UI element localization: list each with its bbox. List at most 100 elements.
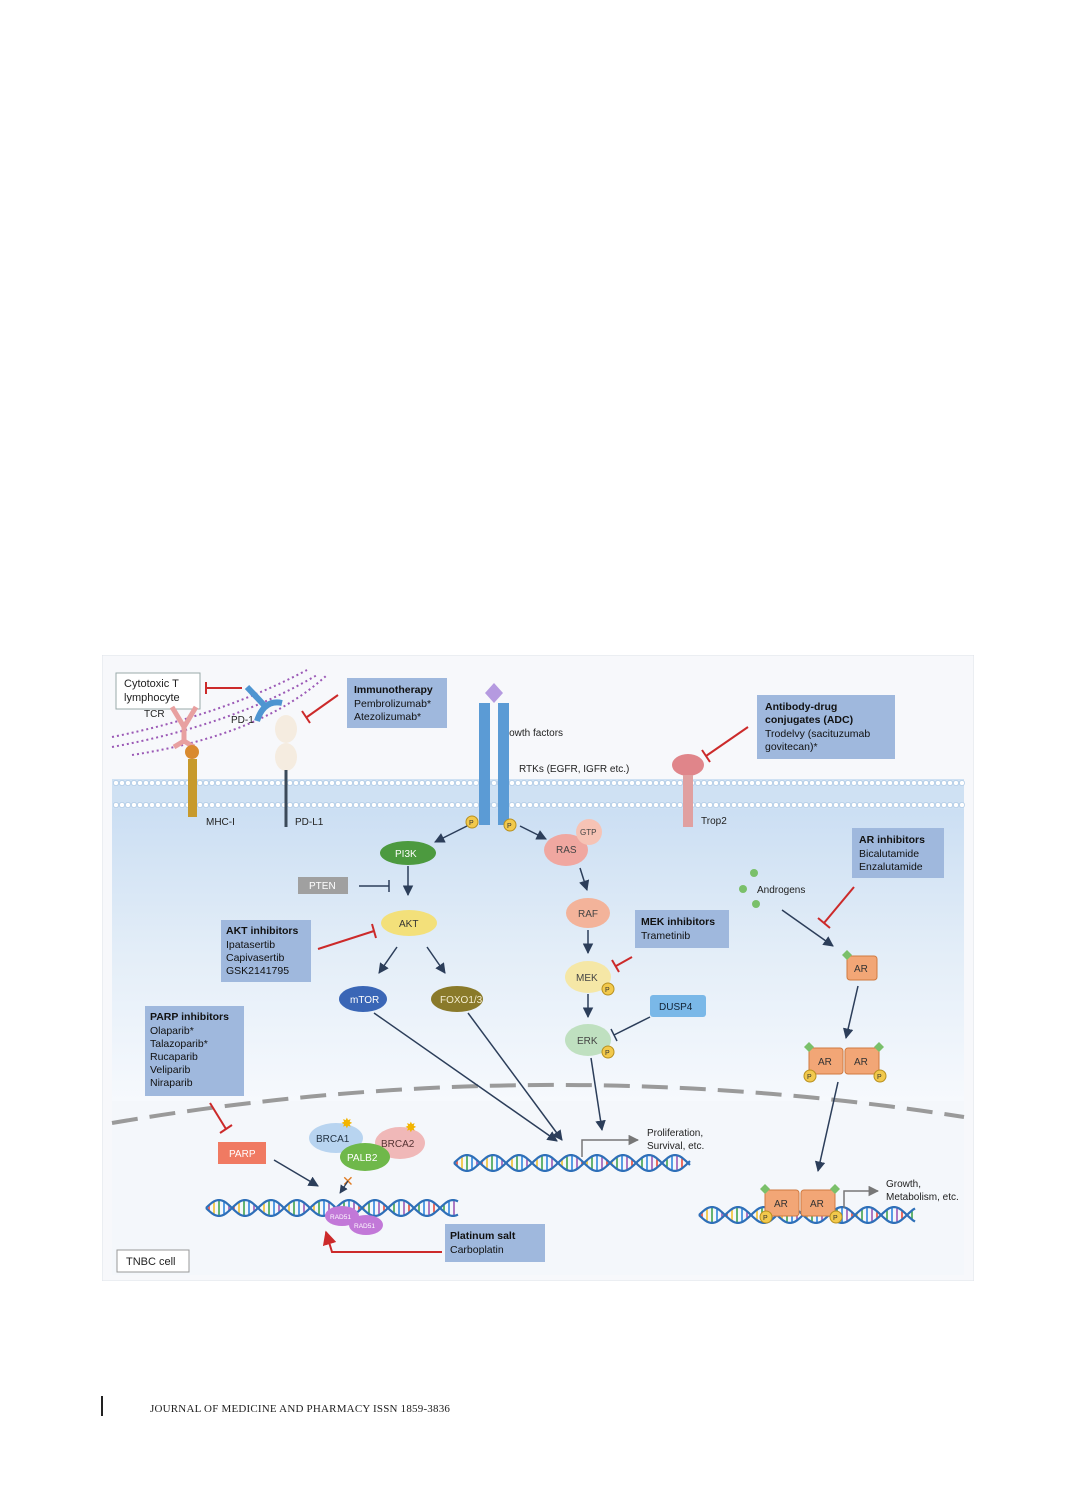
pdl1-receptor — [275, 715, 297, 827]
brca2-mutation-star: ✸ — [405, 1119, 417, 1135]
arrow-foxo-dna — [467, 1012, 563, 1141]
drug-govitecan: govitecan)* — [765, 741, 818, 753]
cell-membrane — [112, 779, 965, 809]
palb2-label: PALB2 — [347, 1153, 378, 1164]
node-pten — [298, 877, 348, 894]
tcell-membrane-mid — [111, 674, 318, 748]
mek-inhibitors-title: MEK inhibitors — [641, 916, 715, 928]
node-gtp — [576, 819, 602, 845]
drug-capivasertib: Capivasertib — [226, 952, 285, 964]
node-dusp4 — [650, 995, 706, 1017]
erk-p: P — [605, 1050, 610, 1057]
adc-box: Antibody-drug conjugates (ADC) Trodelvy … — [757, 695, 895, 759]
drug-atezolizumab: Atezolizumab* — [354, 711, 421, 723]
node-akt — [381, 910, 437, 936]
trop2-label: Trop2 — [701, 816, 727, 827]
transcription-arrow-growth — [843, 1185, 880, 1208]
inhibit-ar — [823, 886, 855, 924]
ar-nuc-p1: P — [763, 1215, 768, 1222]
footer-rule — [101, 1396, 103, 1416]
node-ras — [544, 834, 588, 866]
node-mek — [565, 961, 611, 993]
drug-bicalutamide: Bicalutamide — [859, 848, 919, 860]
metabolism-label: Metabolism, etc. — [886, 1192, 959, 1203]
immunotherapy-title: Immunotherapy — [354, 684, 433, 696]
rad51-complex: RAD51 RAD51 — [325, 1206, 383, 1235]
ar-dimer-cytoplasm: AR AR P P — [803, 1042, 887, 1083]
raf-label: RAF — [578, 909, 598, 920]
ar-dimer-nucleus: AR AR P P — [759, 1184, 843, 1224]
tcr-label: TCR — [144, 709, 165, 720]
ar-dimer-p2: P — [877, 1074, 882, 1081]
brca2-label: BRCA2 — [381, 1139, 415, 1150]
arrow-ar-nucleus — [814, 1081, 839, 1173]
arrow-rtk-ras — [519, 825, 547, 840]
gtp-label: GTP — [580, 828, 596, 837]
parp-inhibitors-title: PARP inhibitors — [150, 1011, 229, 1023]
pd1-receptor — [244, 684, 283, 723]
node-rad51-2 — [349, 1215, 383, 1235]
drug-veliparib: Veliparib — [150, 1064, 190, 1076]
transcription-arrow-proliferation — [581, 1134, 640, 1157]
ar-dimer-p1: P — [807, 1074, 812, 1081]
ar-dimer-label-2: AR — [854, 1057, 868, 1068]
rtks-label: RTKs (EGFR, IGFR etc.) — [519, 764, 629, 775]
ar-androgen — [842, 950, 852, 960]
inhibit-trop2 — [705, 726, 749, 757]
drug-rucaparib: Rucaparib — [150, 1051, 198, 1063]
arrow-brca-dna — [339, 1180, 349, 1194]
arrow-ras-raf — [579, 867, 590, 892]
arrow-platinum-dna — [322, 1230, 442, 1253]
foxo-label: FOXO1/3 — [440, 995, 483, 1006]
ar-inhibitors-title: AR inhibitors — [859, 834, 925, 846]
arrow-androgen-ar — [781, 909, 834, 947]
cytotoxic-t-lymphocyte: Cytotoxic T lymphocyte — [115, 672, 201, 710]
drug-trodelvy: Trodelvy (sacituzumab — [765, 728, 870, 740]
tcell-membrane-outer — [131, 674, 328, 756]
tnbc-cell-label-box: TNBC cell — [116, 1249, 190, 1273]
mhc-receptor — [185, 745, 199, 817]
tnbc-cell-label: TNBC cell — [126, 1256, 176, 1268]
arrow-akt-foxo — [426, 946, 446, 974]
journal-footer: JOURNAL OF MEDICINE AND PHARMACY ISSN 18… — [150, 1403, 451, 1415]
arrow-rtk-pi3k — [434, 825, 468, 843]
node-ar — [846, 955, 878, 981]
tnbc-pathway-diagram: Cytotoxic T lymphocyte TCR MHC-I PD-1 P D… — [102, 655, 974, 1281]
arrow-erk-dna — [590, 1057, 606, 1132]
mhc-label: MHC-I — [206, 817, 235, 828]
rad51-label-1: RAD51 — [330, 1214, 351, 1221]
akt-inhibitors-title: AKT inhibitors — [226, 925, 298, 937]
ar-label: AR — [854, 964, 868, 975]
proliferation-label: Proliferation, — [647, 1128, 703, 1139]
pi3k-label: PI3K — [395, 849, 417, 860]
adc-title-2: conjugates (ADC) — [765, 714, 853, 726]
akt-inhibitors-box: AKT inhibitors Ipatasertib Capivasertib … — [221, 920, 311, 982]
ar-nuc-label-1: AR — [774, 1199, 788, 1210]
node-foxo — [431, 986, 483, 1012]
nuclear-envelope — [111, 1082, 965, 1125]
drug-gsk2141795: GSK2141795 — [226, 965, 289, 977]
arrow-mtor-dna — [373, 1012, 558, 1142]
node-mtor — [339, 986, 387, 1012]
androgen-molecules — [739, 869, 760, 908]
brca1-mutation-star: ✸ — [341, 1115, 353, 1131]
inhibit-mek — [615, 956, 633, 967]
androgens-label: Androgens — [757, 885, 805, 896]
platinum-title: Platinum salt — [450, 1230, 516, 1242]
rad51-label-2: RAD51 — [354, 1223, 375, 1230]
pd1-label: PD-1 — [231, 715, 254, 726]
ar-nuc-label-2: AR — [810, 1199, 824, 1210]
mek-inhibitors-box: MEK inhibitors Trametinib — [635, 910, 729, 948]
dusp4-label: DUSP4 — [659, 1002, 693, 1013]
tcell-membrane-inner — [111, 669, 308, 738]
drug-carboplatin: Carboplatin — [450, 1244, 504, 1256]
dna-proliferation — [453, 1154, 691, 1172]
drug-trametinib: Trametinib — [641, 930, 690, 942]
node-erk — [565, 1024, 611, 1056]
drug-enzalutamide: Enzalutamide — [859, 861, 923, 873]
erk-phospho — [601, 1045, 615, 1059]
immunotherapy-box: Immunotherapy Pembrolizumab* Atezolizuma… — [347, 678, 447, 728]
node-pi3k — [380, 841, 436, 865]
erk-label: ERK — [577, 1036, 598, 1047]
drug-niraparib: Niraparib — [150, 1077, 193, 1089]
